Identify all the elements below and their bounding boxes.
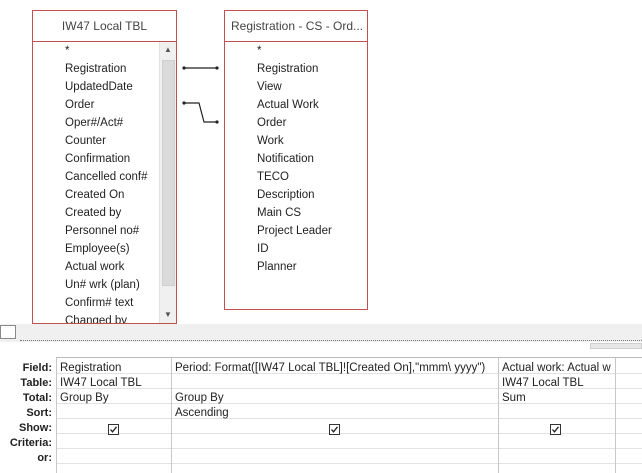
checkmark-icon [110,426,118,433]
field-item[interactable]: Created On [65,189,125,201]
column-divider[interactable] [498,358,499,473]
grid-table-cell[interactable]: IW47 Local TBL [60,377,142,389]
row-label-total: Total: [22,392,52,404]
column-divider[interactable] [171,358,172,473]
field-item[interactable]: Actual work [65,261,125,273]
field-item[interactable]: Oper#/Act# [65,117,124,129]
table-box-iw47-local-tbl[interactable]: IW47 Local TBL * Registration UpdatedDat… [32,10,177,324]
row-label-show: Show: [19,422,52,434]
field-item[interactable]: ID [257,243,269,255]
show-checkbox[interactable] [108,424,119,435]
row-divider [56,418,642,419]
column-selector[interactable] [590,343,642,349]
grid-sort-cell[interactable]: Ascending [175,407,229,419]
field-item[interactable]: Order [257,117,287,129]
column-divider[interactable] [56,358,57,473]
checkmark-icon [552,426,560,433]
grid-field-cell[interactable]: Period: Format([IW47 Local TBL]![Created… [175,362,486,374]
field-item[interactable]: Created by [65,207,122,219]
field-item[interactable]: TECO [257,171,289,183]
query-design-grid[interactable]: Field: Table: Total: Sort: Show: Criteri… [0,342,642,473]
scroll-box[interactable] [0,325,16,339]
field-list-scrollbar[interactable]: ▲ ▼ [159,42,176,323]
row-label-field: Field: [22,362,52,374]
field-item[interactable]: Notification [257,153,314,165]
column-divider[interactable] [615,358,616,473]
row-divider [56,433,642,434]
row-divider [56,448,642,449]
grid-sort-cell[interactable] [57,406,170,421]
join-line-order[interactable] [182,101,219,124]
field-item[interactable]: Project Leader [257,225,332,237]
field-list[interactable]: * Registration UpdatedDate Order Oper#/A… [33,42,159,323]
grid-sort-cell[interactable] [499,406,614,421]
grid-table-cell[interactable] [172,376,497,391]
grid-total-cell[interactable]: Group By [175,392,224,404]
field-item[interactable]: Registration [257,63,319,75]
scroll-up-arrow-icon[interactable]: ▲ [164,45,172,54]
show-checkbox[interactable] [550,424,561,435]
grid-field-cell[interactable]: Registration [60,362,122,374]
row-divider [56,373,642,374]
scrollbar-thumb[interactable] [162,60,175,286]
table-title[interactable]: IW47 Local TBL [33,11,176,42]
field-item[interactable]: Confirmation [65,153,131,165]
field-item[interactable]: View [257,81,282,93]
grid-table-cell[interactable]: IW47 Local TBL [502,377,584,389]
row-divider [56,463,642,464]
field-item[interactable]: Personnel no# [65,225,140,237]
grid-field-cell[interactable]: Actual work: Actual w [502,362,611,374]
row-label-or: or: [37,452,52,464]
checkmark-icon [331,426,339,433]
row-label-sort: Sort: [26,407,52,419]
field-item[interactable]: Employee(s) [65,243,130,255]
field-list[interactable]: * Registration View Actual Work Order Wo… [225,42,367,309]
pane-splitter[interactable] [0,324,642,344]
scroll-down-arrow-icon[interactable]: ▼ [164,310,172,319]
grid-top-border [56,357,642,358]
field-item[interactable]: Order [65,99,95,111]
field-item[interactable]: * [257,45,262,57]
field-item[interactable]: Main CS [257,207,302,219]
show-checkbox[interactable] [329,424,340,435]
field-item[interactable]: Actual Work [257,99,319,111]
query-design-table-pane[interactable]: IW47 Local TBL * Registration UpdatedDat… [0,0,642,330]
field-item[interactable]: Registration [65,63,127,75]
grid-total-cell[interactable]: Sum [502,392,526,404]
row-label-criteria: Criteria: [9,437,52,449]
field-item[interactable]: Description [257,189,315,201]
row-divider [56,388,642,389]
field-item[interactable]: Changed by [65,315,128,323]
field-item[interactable]: Work [257,135,284,147]
field-item[interactable]: * [65,45,70,57]
join-line-registration[interactable] [182,66,219,70]
table-box-registration-cs-order[interactable]: Registration - CS - Ord... * Registratio… [224,10,368,310]
field-item[interactable]: Counter [65,135,106,147]
field-item[interactable]: Confirm# text [65,297,134,309]
field-item[interactable]: UpdatedDate [65,81,133,93]
row-label-table: Table: [20,377,52,389]
row-divider [56,403,642,404]
field-item[interactable]: Cancelled conf# [65,171,148,183]
table-title[interactable]: Registration - CS - Ord... [225,11,367,42]
field-item[interactable]: Un# wrk (plan) [65,279,140,291]
grid-total-cell[interactable]: Group By [60,392,109,404]
field-item[interactable]: Planner [257,261,297,273]
